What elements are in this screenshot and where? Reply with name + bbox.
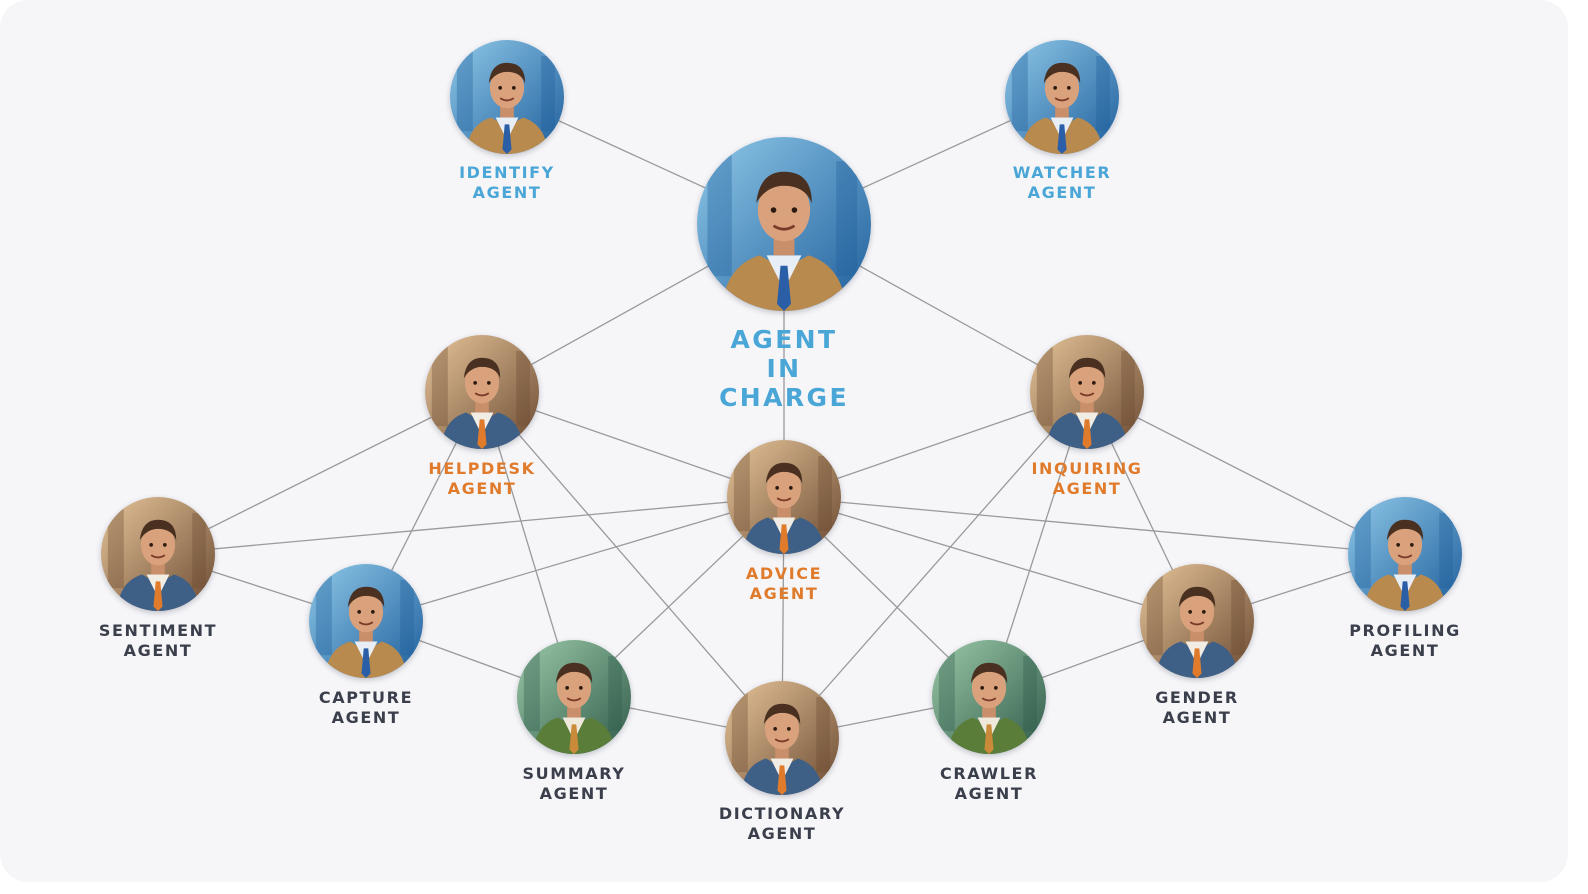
edge-helpdesk-dictionary xyxy=(481,391,783,739)
agent-label-profiling: PROFILING AGENT xyxy=(1349,621,1461,660)
avatar-portrait-icon xyxy=(1030,335,1144,449)
edge-advice-sentiment xyxy=(157,496,785,555)
avatar-dictionary xyxy=(725,681,839,795)
avatar-charge xyxy=(697,137,871,311)
agent-label-dictionary: DICTIONARY AGENT xyxy=(718,804,846,843)
avatar-crawler xyxy=(932,640,1046,754)
avatar-portrait-icon xyxy=(697,137,871,311)
edge-helpdesk-sentiment xyxy=(157,391,483,555)
agent-label-sentiment: SENTIMENT AGENT xyxy=(98,621,218,660)
agent-label-advice: ADVICE AGENT xyxy=(745,564,823,603)
agent-label-inquiring: INQUIRING AGENT xyxy=(1031,459,1143,498)
edge-advice-capture xyxy=(365,496,785,622)
avatar-portrait-icon xyxy=(1005,40,1119,154)
diagram-canvas: IDENTIFY AGENT WATCHER AGENT xyxy=(98,40,1462,843)
agent-label-summary: SUMMARY AGENT xyxy=(522,764,626,803)
edge-advice-gender xyxy=(783,496,1198,622)
agent-label-charge: AGENT IN CHARGE xyxy=(719,325,849,412)
avatar-summary xyxy=(517,640,631,754)
avatar-portrait-icon xyxy=(309,564,423,678)
agent-label-helpdesk: HELPDESK AGENT xyxy=(428,459,536,498)
avatar-helpdesk xyxy=(425,335,539,449)
avatar-portrait-icon xyxy=(1348,497,1462,611)
avatar-inquiring xyxy=(1030,335,1144,449)
agent-label-gender: GENDER AGENT xyxy=(1155,688,1239,727)
avatar-identify xyxy=(450,40,564,154)
agent-label-watcher: WATCHER AGENT xyxy=(1012,163,1112,202)
avatar-watcher xyxy=(1005,40,1119,154)
edge-inquiring-dictionary xyxy=(781,391,1088,739)
avatar-advice xyxy=(727,440,841,554)
avatar-portrait-icon xyxy=(450,40,564,154)
avatar-gender xyxy=(1140,564,1254,678)
agent-label-crawler: CRAWLER AGENT xyxy=(939,764,1039,803)
avatar-portrait-icon xyxy=(727,440,841,554)
edge-advice-profiling xyxy=(783,496,1406,555)
agent-label-identify: IDENTIFY AGENT xyxy=(459,163,555,202)
avatar-portrait-icon xyxy=(517,640,631,754)
avatar-portrait-icon xyxy=(425,335,539,449)
avatar-capture xyxy=(309,564,423,678)
avatar-portrait-icon xyxy=(725,681,839,795)
avatar-sentiment xyxy=(101,497,215,611)
edge-inquiring-profiling xyxy=(1086,391,1406,555)
avatar-portrait-icon xyxy=(101,497,215,611)
avatar-profiling xyxy=(1348,497,1462,611)
avatar-portrait-icon xyxy=(932,640,1046,754)
agent-label-capture: CAPTURE AGENT xyxy=(318,688,414,727)
avatar-portrait-icon xyxy=(1140,564,1254,678)
